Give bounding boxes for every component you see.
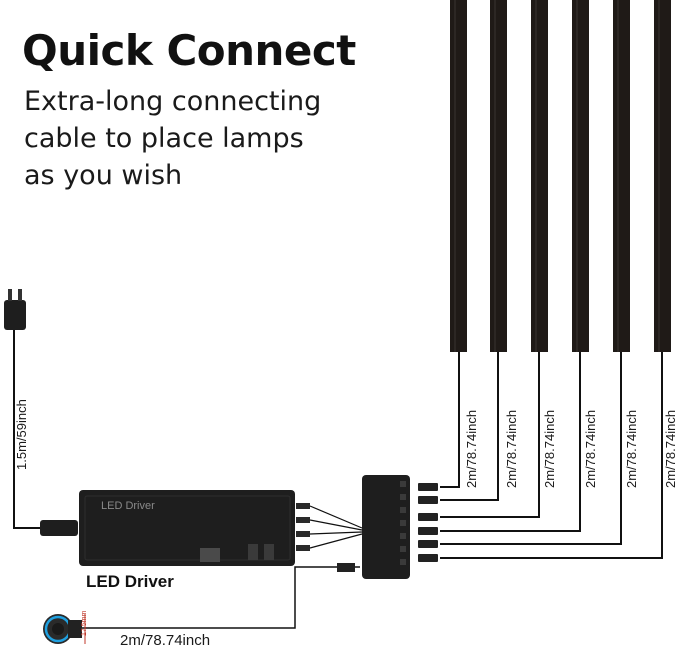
distribution-hub	[362, 475, 410, 579]
lamp-bar	[654, 0, 671, 352]
led-driver-box	[79, 490, 295, 566]
page-title: Quick Connect	[22, 26, 356, 75]
power-cord	[13, 328, 40, 529]
lamp-cable-length: 2m/78.74inch	[624, 409, 639, 488]
lamp-bar	[613, 0, 630, 352]
lamp-bar	[490, 0, 507, 352]
touch-switch-icon	[43, 614, 86, 644]
lamp-bars	[450, 0, 671, 352]
lamp-cable-length: 2m/78.74inch	[542, 409, 557, 488]
subtitle-line-3: as you wish	[24, 160, 183, 191]
lamp-cables	[440, 352, 663, 559]
lamp-cable-length: 2m/78.74inch	[663, 409, 678, 488]
driver-printed-name: LED Driver	[101, 500, 155, 512]
subtitle-line-1: Extra-long connecting	[24, 86, 322, 117]
lamp-cable-length: 2m/78.74inch	[504, 409, 519, 488]
lamp-bar	[531, 0, 548, 352]
switch-cable-length: 2m/78.74inch	[120, 632, 211, 649]
power-cord-length: 1.5m/59inch	[14, 399, 29, 470]
switch-size: 17.5mm	[81, 610, 88, 636]
driver-output-leads	[296, 503, 363, 551]
led-driver-label: LED Driver	[86, 572, 174, 591]
lamp-cable-length: 2m/78.74inch	[583, 409, 598, 488]
hub-connectors	[418, 483, 438, 562]
lamp-bar	[572, 0, 589, 352]
plug-icon	[4, 289, 26, 330]
lamp-bar	[450, 0, 467, 352]
lamp-cable-length: 2m/78.74inch	[464, 409, 479, 488]
subtitle-line-2: cable to place lamps	[24, 123, 304, 154]
